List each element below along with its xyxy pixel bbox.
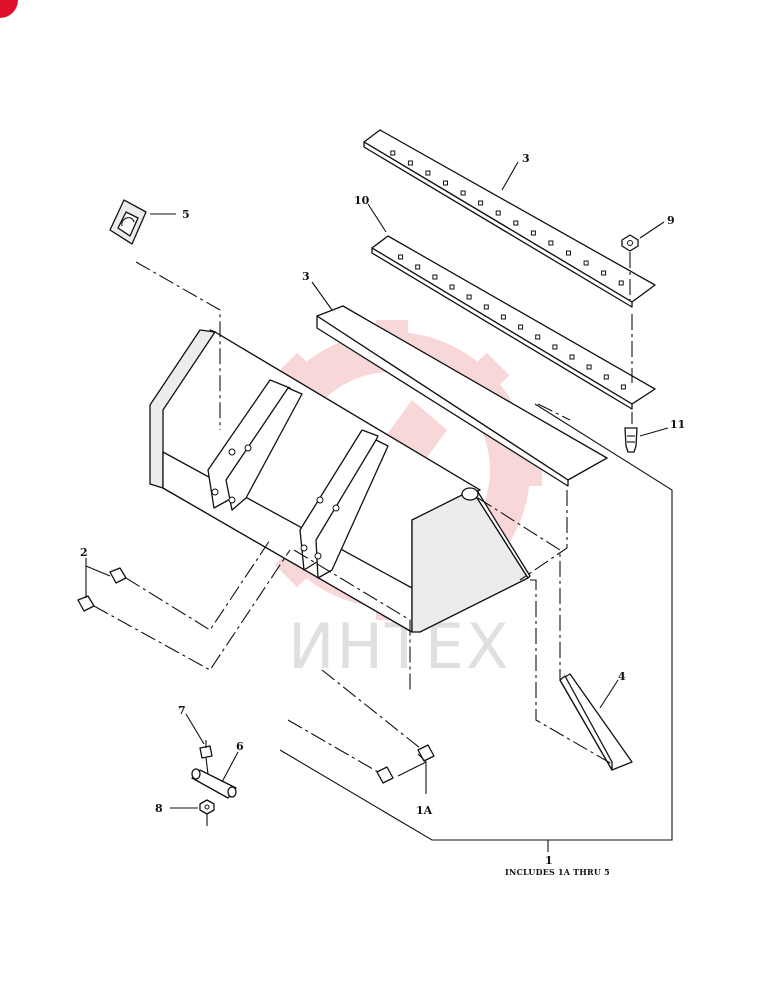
part-10-end-bit-strip (371, 235, 656, 410)
part-6-pin (191, 768, 237, 799)
callout-1: 1 (545, 854, 553, 867)
part-1a-bushings (376, 744, 435, 784)
bolt-hole (460, 190, 466, 196)
part-11-plow-bolt (624, 427, 638, 453)
bolt-hole (415, 264, 421, 270)
bolt-hole (586, 364, 592, 370)
bolt-hole (425, 170, 431, 176)
callout-6: 6 (236, 740, 244, 753)
part-5-clip (109, 199, 147, 245)
bolt-hole (500, 314, 506, 320)
assembly-dash-lines (93, 252, 633, 826)
bolt-hole (449, 284, 455, 290)
hinge-bracket-right (299, 429, 389, 579)
bolt-hole (483, 304, 489, 310)
bolt-hole (530, 230, 536, 236)
part-3-cutting-edge-upper (363, 129, 656, 308)
bolt-hole (432, 274, 438, 280)
bolt-hole (495, 210, 501, 216)
bolt-hole (390, 150, 396, 156)
bolt-hole (398, 254, 404, 260)
bolt-hole (535, 334, 541, 340)
callout-8: 8 (155, 802, 163, 815)
callout-11: 11 (670, 418, 685, 431)
callout-4: 4 (618, 670, 626, 683)
part-8-nut (199, 799, 215, 815)
corner-badge (0, 0, 18, 18)
bolt-hole (618, 280, 624, 286)
callout-9: 9 (667, 214, 675, 227)
leader-lines (85, 161, 669, 852)
bolt-hole (603, 374, 609, 380)
bolt-hole (478, 200, 484, 206)
bolt-hole (466, 294, 472, 300)
callout-3-upper: 3 (522, 152, 530, 165)
part-7-bolt (199, 745, 213, 775)
callout-2: 2 (80, 546, 88, 559)
bolt-hole (620, 384, 626, 390)
bolt-hole (513, 220, 519, 226)
bolt-hole (566, 250, 571, 256)
bolt-hole (569, 354, 575, 360)
bolt-hole (548, 240, 554, 246)
bolt-hole (552, 344, 558, 350)
bolt-hole (518, 324, 524, 330)
callout-10: 10 (354, 194, 370, 207)
callout-7: 7 (178, 704, 186, 717)
bolt-hole (407, 160, 413, 166)
part-2-bushings (77, 567, 127, 612)
bolt-hole (443, 180, 448, 186)
bolt-hole (583, 260, 589, 266)
callout-5: 5 (182, 208, 190, 221)
hinge-bracket-left (207, 379, 303, 511)
part-4-side-cutter (559, 673, 633, 771)
bolt-hole (601, 270, 607, 276)
callout-3-lower: 3 (302, 270, 310, 283)
callout-1a: 1A (416, 804, 433, 817)
part-9-nut (621, 234, 639, 252)
part-3-cutting-edge-lower (316, 305, 608, 487)
assembly-note: INCLUDES 1A THRU 5 (505, 867, 610, 877)
assembly-bracket-line (279, 403, 673, 841)
